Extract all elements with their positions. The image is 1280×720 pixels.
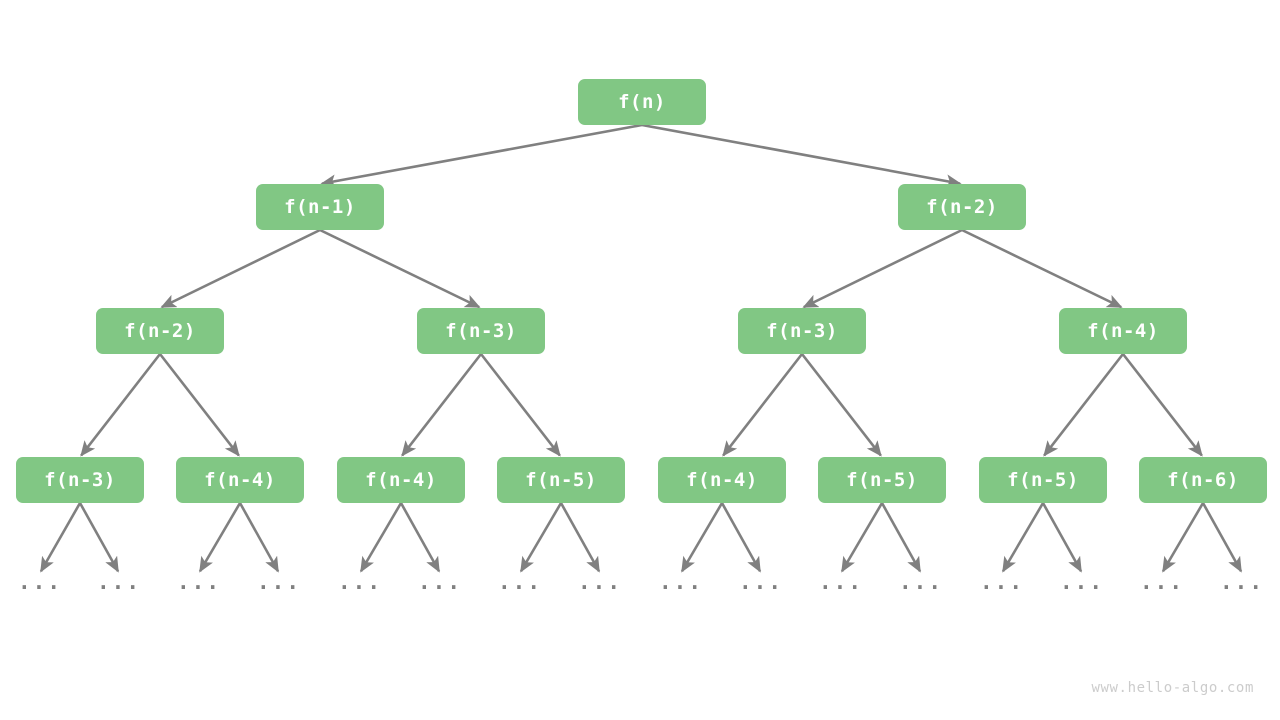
tree-node-label: f(n-2) xyxy=(124,320,196,342)
ellipsis-marker: ... xyxy=(739,569,783,594)
tree-edge xyxy=(78,502,120,573)
tree-node: f(n-3) xyxy=(417,308,545,354)
tree-edge xyxy=(800,353,882,457)
tree-node-label: f(n-5) xyxy=(846,469,918,491)
tree-node: f(n-4) xyxy=(176,457,304,503)
tree-node-label: f(n-2) xyxy=(926,196,998,218)
tree-edge xyxy=(1001,502,1045,573)
ellipsis-marker: ... xyxy=(578,569,622,594)
tree-edge xyxy=(479,353,561,457)
tree-edge xyxy=(401,353,483,457)
ellipsis-marker: ... xyxy=(659,569,703,594)
tree-edge xyxy=(840,502,884,573)
tree-edge xyxy=(880,502,922,573)
tree-edge xyxy=(641,123,962,188)
tree-node-label: f(n-1) xyxy=(284,196,356,218)
watermark: www.hello-algo.com xyxy=(1091,680,1254,696)
tree-node: f(n) xyxy=(578,79,706,125)
tree-edge xyxy=(720,502,762,573)
ellipsis-marker: ... xyxy=(899,569,943,594)
tree-node-label: f(n) xyxy=(618,91,666,113)
ellipsis-marker: ... xyxy=(18,569,62,594)
tree-edge xyxy=(722,353,804,457)
tree-edge xyxy=(238,502,280,573)
tree-edge xyxy=(559,502,601,573)
tree-edge xyxy=(39,502,82,573)
tree-edge xyxy=(961,228,1123,309)
tree-edge xyxy=(1121,353,1203,457)
ellipsis-marker: ... xyxy=(338,569,382,594)
tree-edge xyxy=(359,502,403,573)
tree-edge xyxy=(1041,502,1083,573)
tree-node: f(n-1) xyxy=(256,184,384,230)
tree-edge xyxy=(198,502,242,573)
tree-node-label: f(n-3) xyxy=(766,320,838,342)
tree-edge xyxy=(519,502,563,573)
tree-edge xyxy=(1043,353,1125,457)
tree-edge xyxy=(80,353,162,457)
tree-node: f(n-4) xyxy=(1059,308,1187,354)
tree-node-label: f(n-5) xyxy=(1007,469,1079,491)
ellipsis-marker: ... xyxy=(97,569,141,594)
tree-node-label: f(n-3) xyxy=(445,320,517,342)
tree-node: f(n-4) xyxy=(337,457,465,503)
tree-node: f(n-2) xyxy=(898,184,1026,230)
tree-edge xyxy=(399,502,441,573)
tree-node: f(n-3) xyxy=(738,308,866,354)
tree-node: f(n-5) xyxy=(818,457,946,503)
tree-edge xyxy=(158,353,240,457)
tree-edge xyxy=(1161,502,1205,573)
tree-node: f(n-5) xyxy=(497,457,625,503)
ellipsis-marker: ... xyxy=(1140,569,1184,594)
ellipsis-marker: ... xyxy=(1060,569,1104,594)
tree-node: f(n-3) xyxy=(16,457,144,503)
ellipsis-marker: ... xyxy=(980,569,1024,594)
tree-node-label: f(n-6) xyxy=(1167,469,1239,491)
ellipsis-marker: ... xyxy=(177,569,221,594)
ellipsis-marker: ... xyxy=(257,569,301,594)
tree-node: f(n-5) xyxy=(979,457,1107,503)
tree-edge xyxy=(320,123,643,188)
tree-edge xyxy=(680,502,724,573)
tree-node: f(n-2) xyxy=(96,308,224,354)
tree-node-label: f(n-4) xyxy=(204,469,276,491)
ellipsis-marker: ... xyxy=(418,569,462,594)
tree-node-label: f(n-4) xyxy=(686,469,758,491)
ellipsis-marker: ... xyxy=(1220,569,1264,594)
ellipsis-marker: ... xyxy=(819,569,863,594)
tree-node-label: f(n-5) xyxy=(525,469,597,491)
tree-node-label: f(n-3) xyxy=(44,469,116,491)
tree-edge xyxy=(160,228,321,309)
tree-node-label: f(n-4) xyxy=(1087,320,1159,342)
tree-node-label: f(n-4) xyxy=(365,469,437,491)
tree-node: f(n-6) xyxy=(1139,457,1267,503)
tree-node: f(n-4) xyxy=(658,457,786,503)
ellipsis-marker: ... xyxy=(498,569,542,594)
tree-edge xyxy=(802,228,963,309)
tree-edge xyxy=(1201,502,1243,573)
tree-edge xyxy=(319,228,481,309)
